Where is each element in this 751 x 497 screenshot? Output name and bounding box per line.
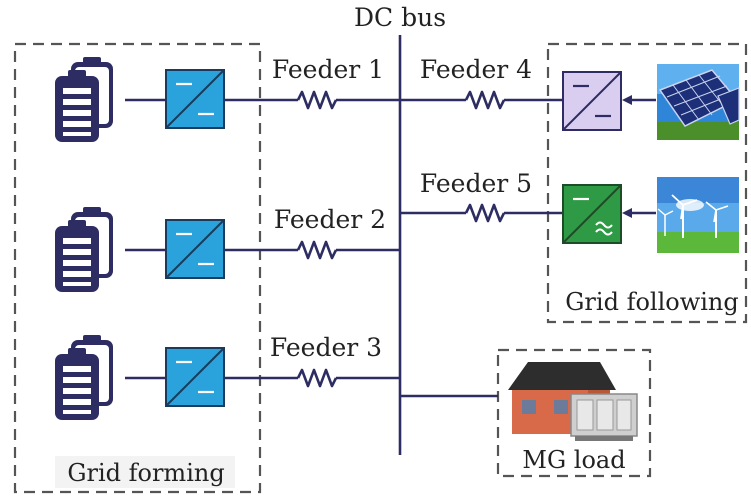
dc-dc-converter-icon	[164, 218, 226, 280]
dc-bus-label: DC bus	[354, 3, 446, 32]
house-load-icon	[508, 362, 638, 441]
ac-dc-converter-icon	[562, 184, 622, 244]
feeder-1: Feeder 1	[125, 55, 400, 110]
feeder-2-label: Feeder 2	[274, 205, 386, 234]
dc-dc-converter-icon	[562, 71, 622, 131]
battery-stack-icon	[55, 207, 113, 292]
mg-load-label: MG load	[522, 446, 625, 474]
grid-forming-group: Grid forming	[13, 42, 262, 494]
resistor-icon	[464, 203, 506, 223]
feeder-5-label: Feeder 5	[420, 169, 532, 198]
resistor-icon	[296, 90, 338, 110]
dc-dc-converter-icon	[164, 68, 226, 130]
grid-forming-label: Grid forming	[67, 459, 224, 487]
wind-turbine-icon	[657, 177, 739, 253]
feeder-1-label: Feeder 1	[272, 55, 384, 84]
resistor-icon	[296, 368, 338, 388]
dc-dc-converter-icon	[164, 346, 226, 408]
feeder-3: Feeder 3	[125, 333, 400, 388]
grid-following-label: Grid following	[565, 288, 738, 316]
wind-arrow	[622, 208, 656, 218]
feeder-4: Feeder 4	[400, 55, 562, 110]
feeder-4-label: Feeder 4	[420, 55, 532, 84]
feeder-5: Feeder 5	[400, 169, 562, 223]
mg-load-group: MG load	[496, 348, 652, 478]
solar-arrow	[622, 95, 656, 105]
grid-following-group: Grid following	[546, 42, 748, 324]
feeder-3-label: Feeder 3	[270, 333, 382, 362]
solar-panel-icon	[657, 64, 740, 140]
resistor-icon	[296, 240, 338, 260]
feeder-2: Feeder 2	[125, 205, 400, 260]
battery-stack-icon	[55, 57, 113, 142]
battery-stack-icon	[55, 335, 113, 420]
resistor-icon	[464, 90, 506, 110]
